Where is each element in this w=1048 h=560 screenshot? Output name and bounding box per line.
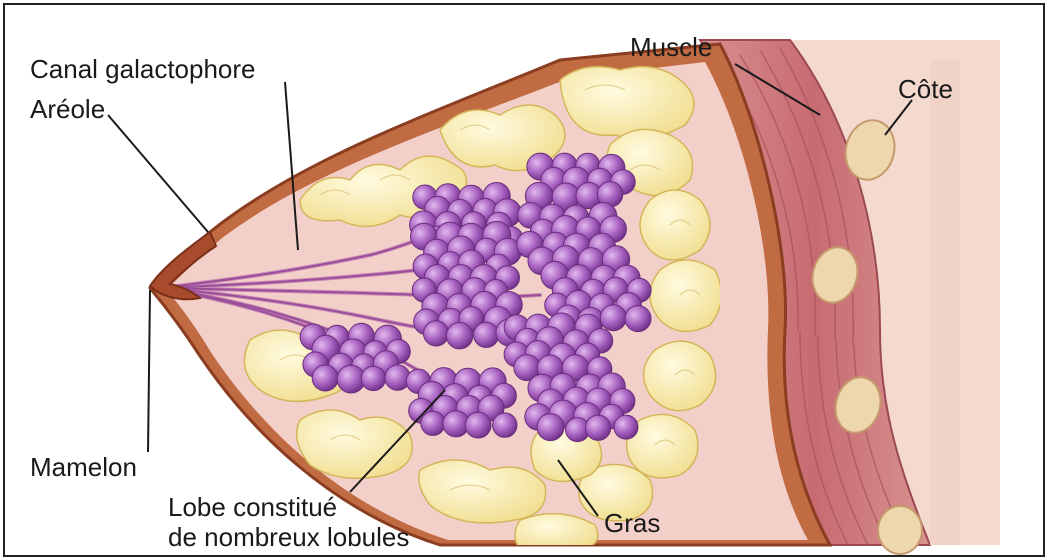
lobule-cluster — [525, 373, 638, 442]
label-areole: Aréole — [30, 94, 105, 124]
label-canal-galactophore: Canal galactophore — [30, 54, 256, 84]
lobule-cluster — [517, 203, 630, 275]
lobule — [537, 414, 564, 441]
lobule-cluster — [406, 368, 517, 438]
lobule-cluster — [504, 313, 613, 381]
leader-mamelon — [148, 290, 150, 452]
lobule — [465, 412, 491, 438]
leader-areole — [108, 115, 208, 232]
lobule — [421, 411, 445, 435]
lobule — [446, 323, 472, 349]
lobule — [614, 415, 638, 439]
lobule-cluster — [525, 153, 635, 210]
lobule-cluster — [300, 323, 410, 393]
label-lobe-line2: de nombreux lobules — [168, 522, 409, 552]
rib-4 — [878, 506, 922, 554]
lobule — [493, 413, 517, 437]
lobule — [625, 306, 651, 332]
lobule — [474, 322, 499, 347]
rib-layer — [930, 60, 960, 545]
lobule-cluster — [412, 278, 523, 349]
label-lobe-line1: Lobe constitué — [168, 492, 337, 522]
label-gras: Gras — [604, 508, 660, 538]
lobule — [424, 321, 449, 346]
lobule — [361, 366, 385, 390]
lobule — [600, 305, 626, 331]
lobule — [312, 365, 338, 391]
label-mamelon: Mamelon — [30, 452, 137, 482]
label-muscle: Muscle — [630, 32, 712, 62]
label-cote: Côte — [898, 74, 953, 104]
lobule — [586, 415, 611, 440]
